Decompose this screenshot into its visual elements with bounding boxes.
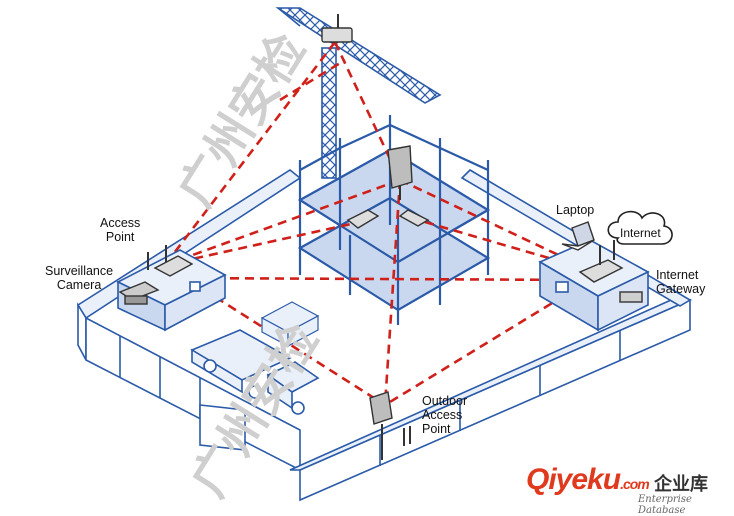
cloud-icon bbox=[607, 210, 673, 245]
watermark-chinese: 企业库 bbox=[654, 474, 708, 495]
router-icon bbox=[321, 14, 353, 43]
camera-icon bbox=[118, 281, 160, 305]
laptop-icon bbox=[561, 221, 595, 251]
internet-gateway-label: Internet Gateway bbox=[656, 268, 706, 296]
laptop-label: Laptop bbox=[556, 203, 595, 217]
truck-icon bbox=[190, 329, 320, 415]
perimeter-wall bbox=[76, 168, 693, 502]
router-icon bbox=[578, 240, 643, 303]
watermark-text-top: 广州安检 bbox=[168, 24, 317, 217]
pallet-stack bbox=[260, 301, 320, 348]
watermark-subtitle: Enterprise Database bbox=[638, 494, 692, 516]
crane-icon bbox=[275, 7, 442, 179]
internet-label: Internet bbox=[620, 226, 661, 240]
router-icon bbox=[346, 209, 430, 229]
outdoor-ap-icon bbox=[369, 391, 411, 460]
surveillance-camera-label: Surveillance Camera bbox=[45, 264, 114, 292]
watermark-brand: Qiyeku.com bbox=[526, 463, 650, 496]
outdoor-access-point-label: Outdoor Access Point bbox=[422, 394, 468, 436]
router-icon bbox=[147, 245, 194, 277]
qiyeku-watermark: Qiyeku.com 企业库 Enterprise Database bbox=[526, 463, 726, 516]
outdoor-ap-icon bbox=[387, 145, 413, 200]
access-point-label: Access Point bbox=[100, 216, 141, 244]
